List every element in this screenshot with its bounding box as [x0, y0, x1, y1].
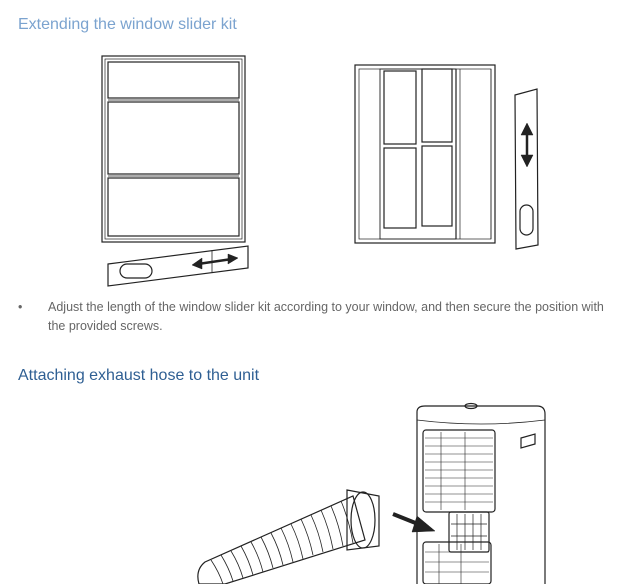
window-lower-pane — [107, 177, 240, 237]
bullet-marker: • — [18, 300, 23, 314]
vertical-slider-slot-icon — [519, 204, 534, 236]
double-arrow-icon — [191, 253, 239, 270]
exhaust-hose-illustration — [197, 402, 546, 584]
window-slider-kit-illustration — [101, 55, 249, 287]
instruction-text: Adjust the length of the window slider k… — [48, 300, 604, 333]
lower-air-grille — [422, 541, 492, 584]
panel-pane — [421, 68, 453, 143]
ac-unit-body — [416, 405, 546, 584]
section-title-exhaust-hose: Attaching exhaust hose to the unit — [18, 367, 260, 384]
vertical-double-arrow-icon — [520, 122, 534, 168]
window-frame-inner — [104, 58, 243, 240]
side-handle — [520, 433, 536, 449]
window-panel-outline — [354, 64, 496, 244]
panel-pane — [383, 70, 417, 145]
exhaust-port — [448, 511, 490, 553]
window-middle-pane — [107, 101, 240, 175]
vertical-slider-piece — [514, 88, 539, 250]
panel-pane — [383, 147, 417, 229]
window-top-pane — [107, 61, 240, 99]
exhaust-hose — [197, 495, 366, 584]
insert-arrow-icon — [392, 512, 436, 533]
panel-pane — [421, 145, 453, 227]
section-title-window-slider: Extending the window slider kit — [18, 16, 237, 33]
upper-air-grille — [422, 429, 496, 513]
window-frame-outline — [101, 55, 246, 243]
slider-extension-piece — [107, 245, 249, 287]
window-panel-illustration — [354, 64, 539, 250]
unit-top-knob — [464, 402, 478, 410]
slider-slot-icon — [119, 263, 153, 279]
hose-ribs — [210, 500, 354, 584]
